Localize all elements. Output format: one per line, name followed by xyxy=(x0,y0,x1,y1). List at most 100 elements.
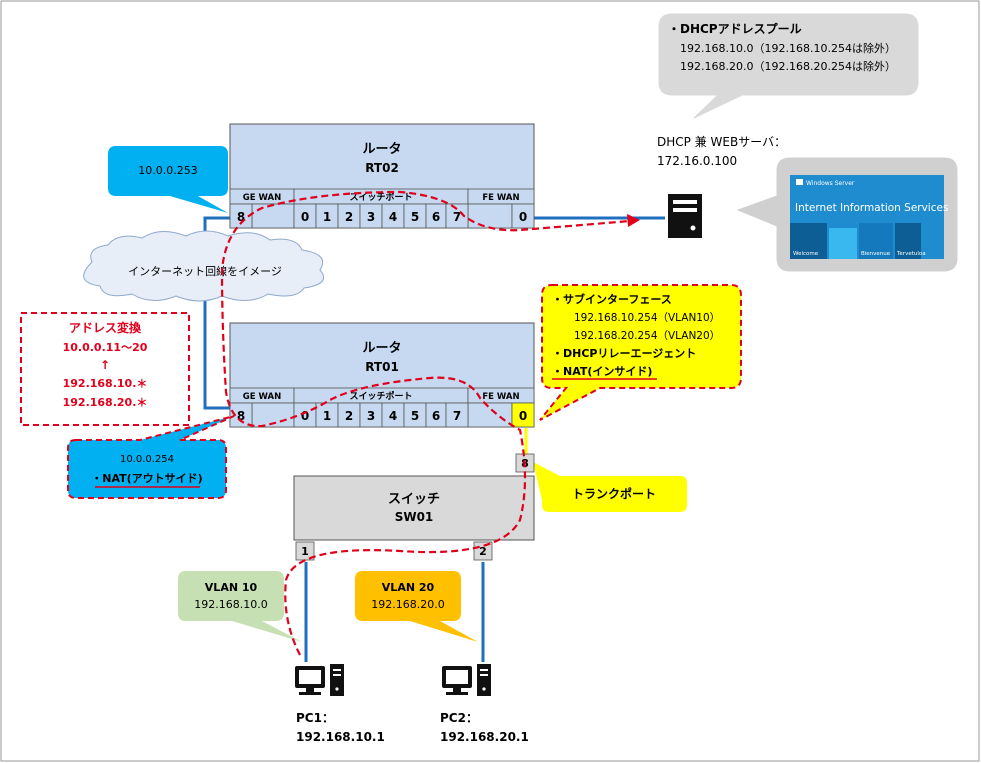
rt01-port-cell xyxy=(511,402,535,428)
rt02-fe-wan: FE WAN xyxy=(482,193,519,203)
rt02-port-label: 8 xyxy=(237,210,245,224)
rt02-ge-wan: GE WAN xyxy=(243,193,281,203)
rt01-port-label: 6 xyxy=(432,409,440,423)
rt02-port-label: 1 xyxy=(323,210,331,224)
rt01-port-label: 4 xyxy=(389,409,397,423)
rt01-switch-port: スイッチポート xyxy=(349,390,412,402)
rt01-port-label: 5 xyxy=(411,409,419,423)
pc2-icon xyxy=(442,664,491,696)
pc1-ip: 192.168.10.1 xyxy=(296,730,385,744)
rt02-port-label: 3 xyxy=(367,210,375,224)
pc1-name: PC1： xyxy=(296,711,334,725)
sw01-name2: SW01 xyxy=(395,510,434,524)
rt02-port-label: 0 xyxy=(301,210,309,224)
rt02-port-filler xyxy=(251,203,295,229)
rt01-port-cell xyxy=(229,402,253,428)
sw01-port-1-label: 1 xyxy=(301,545,309,558)
server-ip: 172.16.0.100 xyxy=(657,154,737,168)
nat-line2: 192.168.10.＊ xyxy=(63,377,148,390)
packet-route xyxy=(220,190,631,656)
sw01-name1: スイッチ xyxy=(388,492,440,507)
subif-line2: 192.168.20.254（VLAN20） xyxy=(574,330,720,342)
vlan20-net: 192.168.20.0 xyxy=(371,598,444,611)
rt01-port-label: 0 xyxy=(301,409,309,423)
vlan20-name: VLAN 20 xyxy=(382,581,435,594)
internet-label: インターネット回線をイメージ xyxy=(128,264,282,278)
rt02-port-cell xyxy=(445,203,469,229)
subif-title: ・サブインターフェース xyxy=(552,292,672,306)
windows-logo-icon xyxy=(796,179,803,185)
subinterface-callout: ・サブインターフェース 192.168.10.254（VLAN10） 192.1… xyxy=(539,284,742,421)
iis-tile-3 xyxy=(859,223,893,259)
rt02-ip-callout: 10.0.0.253 xyxy=(108,146,228,213)
rt02-ip: 10.0.0.253 xyxy=(138,164,197,177)
nat-conversion-box: アドレス変換 10.0.0.11～20 ↑ 192.168.10.＊ 192.1… xyxy=(20,312,190,426)
server-label: DHCP 兼 WEBサーバ： xyxy=(657,135,786,149)
pc2-ip: 192.168.20.1 xyxy=(440,730,529,744)
iis-title: Internet Information Services xyxy=(795,202,948,214)
rt02-switch-port: スイッチポート xyxy=(349,191,412,203)
rt01-port-filler xyxy=(467,402,513,428)
iis-tile-2 xyxy=(829,228,857,259)
rt02-port-label: 5 xyxy=(411,210,419,224)
subif-line1: 192.168.10.254（VLAN10） xyxy=(574,312,720,324)
rt02-port-cell xyxy=(511,203,535,229)
iis-tile-4 xyxy=(895,223,921,259)
rt01-wan-nat: ・NAT(アウトサイド) xyxy=(91,472,202,485)
iis-tile2-label: Bienvenue xyxy=(861,251,891,257)
vlan10-net: 192.168.10.0 xyxy=(194,598,267,611)
rt01-port-cell xyxy=(445,402,469,428)
rt02-name1: ルータ xyxy=(362,142,401,157)
rt01-wan-ip: 10.0.0.254 xyxy=(120,454,174,465)
dhcp-pool-line2: 192.168.20.0（192.168.20.254は除外） xyxy=(680,59,896,73)
rt01-name2: RT01 xyxy=(365,360,399,374)
nat-line3: 192.168.20.＊ xyxy=(63,396,148,409)
rt01-port-label: 8 xyxy=(237,409,245,423)
rt01-name1: ルータ xyxy=(362,341,401,356)
links xyxy=(203,216,665,662)
rt02-port-label: 2 xyxy=(345,210,353,224)
rt02-port-label: 7 xyxy=(453,210,461,224)
subif-line4: ・NAT(インサイド) xyxy=(552,365,652,378)
traffic-path xyxy=(220,190,631,656)
nat-title: アドレス変換 xyxy=(69,320,142,335)
subif-line3: ・DHCPリレーエージェント xyxy=(552,347,696,360)
rt01-fe-wan: FE WAN xyxy=(482,392,519,402)
nat-line1: 10.0.0.11～20 xyxy=(63,341,148,354)
rt01-ge-wan: GE WAN xyxy=(243,392,281,402)
rt02-name2: RT02 xyxy=(365,161,399,175)
server-icon xyxy=(668,194,702,238)
rt02-port-filler xyxy=(467,203,513,229)
pc2-name: PC2： xyxy=(440,711,478,725)
iis-windows-server: Windows Server xyxy=(806,180,855,187)
wan-link xyxy=(203,216,240,410)
pc1-icon xyxy=(295,664,344,696)
vlan20-callout: VLAN 20 192.168.20.0 xyxy=(355,571,478,642)
route-arrow-icon xyxy=(627,214,640,227)
rt02-port-label: 4 xyxy=(389,210,397,224)
dhcp-pool-title: ・DHCPアドレスプール xyxy=(668,21,802,36)
vlan10-callout: VLAN 10 192.168.10.0 xyxy=(178,571,302,642)
dhcp-pool-callout: ・DHCPアドレスプール 192.168.10.0（192.168.10.254… xyxy=(658,13,919,119)
trunk-label: トランクポート xyxy=(572,486,656,501)
rt01-port-label: 0 xyxy=(519,409,527,423)
vlan10-name: VLAN 10 xyxy=(205,581,258,594)
iis-tile1-label: Welcome xyxy=(793,251,819,257)
iis-tile3-label: Tervetuloa xyxy=(896,251,926,257)
iis-callout: Windows Server Internet Information Serv… xyxy=(736,157,958,272)
nat-arrow: ↑ xyxy=(100,358,110,372)
internet-cloud: インターネット回線をイメージ xyxy=(83,230,324,302)
dhcp-pool-line1: 192.168.10.0（192.168.10.254は除外） xyxy=(680,41,896,55)
rt01-port-label: 3 xyxy=(367,409,375,423)
rt01-port-label: 2 xyxy=(345,409,353,423)
iis-tile-1 xyxy=(790,223,827,259)
rt02-port-cell xyxy=(229,203,253,229)
trunk-callout: トランクポート xyxy=(533,462,687,512)
sw01-port-2-label: 2 xyxy=(479,545,487,558)
rt02-port-label: 6 xyxy=(432,210,440,224)
